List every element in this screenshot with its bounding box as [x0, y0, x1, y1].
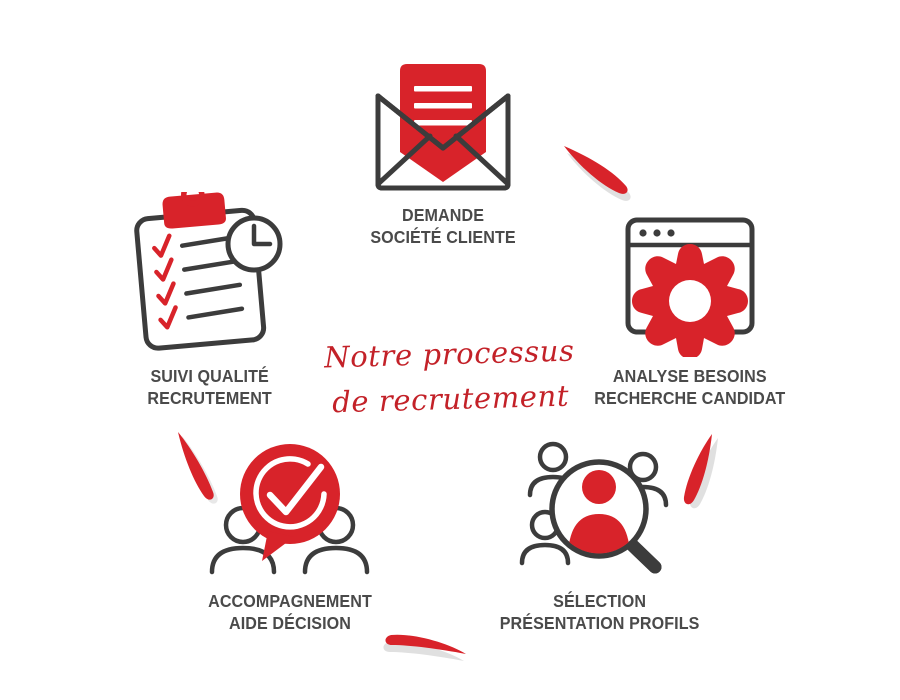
step-suivi-label-line1: SUIVI QUALITÉ — [150, 366, 270, 386]
clipboard-checklist-clock-icon — [133, 192, 282, 351]
step-accompagnement-label-line1: ACCOMPAGNEMENT — [208, 591, 372, 611]
red-swoosh-arrow-left-bottom — [178, 432, 218, 504]
step-demande-societe-cliente[interactable]: DEMANDE SOCIÉTÉ CLIENTE — [343, 56, 543, 248]
browser-gear-icon — [625, 217, 755, 357]
envelope-icon — [375, 64, 511, 191]
step-analyse-label-line2: RECHERCHE CANDIDAT — [594, 388, 786, 409]
step-demande-label-line1: DEMANDE — [401, 205, 485, 225]
red-swoosh-arrow-right-bottom — [683, 434, 718, 509]
step-demande-label: DEMANDE SOCIÉTÉ CLIENTE — [370, 204, 515, 248]
center-title-line1: Notre processus — [323, 333, 575, 375]
step-suivi-label: SUIVI QUALITÉ RECRUTEMENT — [148, 365, 272, 409]
step-selection-presentation-profils[interactable]: SÉLECTION PRÉSENTATION PROFILS — [490, 437, 710, 634]
step-analyse-label: ANALYSE BESOINS RECHERCHE CANDIDAT — [595, 365, 786, 409]
step-suivi-qualite-recrutement[interactable]: SUIVI QUALITÉ RECRUTEMENT — [115, 192, 305, 409]
magnifier-people-icon — [519, 441, 669, 574]
step-accompagnement-label: ACCOMPAGNEMENT AIDE DÉCISION — [208, 590, 372, 634]
speech-bubble-check-people-icon — [209, 444, 370, 575]
step-selection-label: SÉLECTION PRÉSENTATION PROFILS — [500, 590, 700, 634]
step-analyse-besoins[interactable]: ANALYSE BESOINS RECHERCHE CANDIDAT — [583, 212, 797, 409]
red-swoosh-arrow-bottom — [383, 634, 466, 661]
step-selection-label-line1: SÉLECTION — [553, 591, 647, 611]
step-suivi-label-line2: RECRUTEMENT — [147, 388, 273, 409]
step-demande-label-line2: SOCIÉTÉ CLIENTE — [370, 227, 516, 248]
red-swoosh-arrow-top-right — [564, 146, 631, 201]
center-title-line2: de recrutement — [331, 378, 570, 420]
step-analyse-label-line1: ANALYSE BESOINS — [613, 366, 767, 386]
step-selection-label-line2: PRÉSENTATION PROFILS — [500, 613, 700, 634]
center-title: Notre processus de recrutement — [319, 328, 581, 425]
step-accompagnement-aide-decision[interactable]: ACCOMPAGNEMENT AIDE DÉCISION — [192, 437, 388, 634]
step-accompagnement-label-line2: AIDE DÉCISION — [229, 613, 351, 634]
